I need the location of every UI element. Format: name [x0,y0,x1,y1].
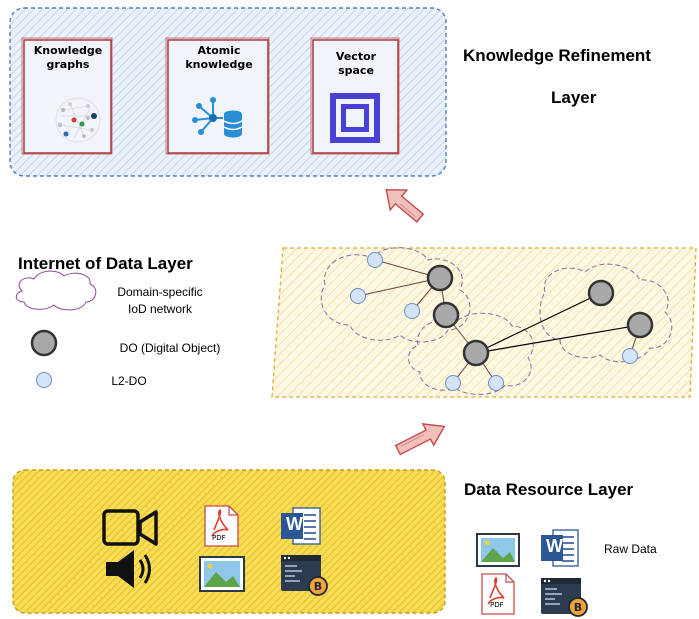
l2-do-nodes [350,252,638,391]
l2-do-node [367,252,383,268]
do-node [462,339,490,367]
card-label-knowledge-graphs: Knowledge graphs [33,44,103,71]
knowledge-graph-icon [55,97,101,143]
legend-do-label: DO (Digital Object) [119,341,221,355]
image-icon [199,556,245,592]
raw-data-pdf-badge: PDF [490,601,504,609]
raw-data-pdf-icon [481,573,515,615]
knowledge-layer-title-line2: Layer [551,88,597,107]
raw-data-word-icon [541,529,579,567]
l2-do-node [622,348,638,364]
l2-do-node [350,288,366,304]
iod-layer-title: Internet of Data Layer [18,254,193,273]
iod-cloud-1 [320,247,471,343]
word-doc-icon [281,507,321,545]
l2-do-node-icon [36,372,52,388]
l2-do-node [445,375,461,391]
card-label-atomic-knowledge: Atomic knowledge [185,44,253,71]
knowledge-layer-title-line1: Knowledge Refinement [463,46,651,65]
svg-text:B: B [314,580,322,593]
data-layer-title: Data Resource Layer [464,480,634,499]
pdf-icon [204,505,239,547]
atomic-knowledge-icon [192,97,243,138]
do-node [587,279,615,307]
legend-cloud-label-line1: Domain-specific [117,285,203,299]
iod-cloud-3 [539,263,673,363]
l2-do-node [404,303,420,319]
code-window-bitcoin-icon: B [281,555,328,596]
l2-do-node [488,375,504,391]
vector-space-icon [330,93,380,143]
speaker-icon [106,550,151,588]
raw-data-word-badge: W [546,536,563,556]
cloud-icon [15,270,97,311]
arrow-to-knowledge-layer [385,189,425,223]
legend-cloud-label-line2: IoD network [127,302,193,316]
arrow-to-iod-layer [394,423,446,456]
raw-data-image-icon [476,533,520,567]
pdf-badge: PDF [212,534,226,542]
card-atomic-knowledge [165,37,270,155]
do-nodes [426,264,654,367]
legend-l2-do-label: L2-DO [111,374,147,388]
do-node [426,264,454,292]
do-node [626,311,654,339]
do-node [432,301,460,329]
video-camera-icon [102,509,158,546]
iod-layer-box [271,247,697,398]
iod-cloud-2 [408,312,534,395]
raw-data-label: Raw Data [604,542,657,556]
do-node-icon [30,329,58,357]
card-label-vector-space: Vector space [335,50,377,77]
word-badge: W [286,514,303,534]
raw-data-code-window-icon: B [541,578,588,617]
svg-text:B: B [574,601,582,614]
